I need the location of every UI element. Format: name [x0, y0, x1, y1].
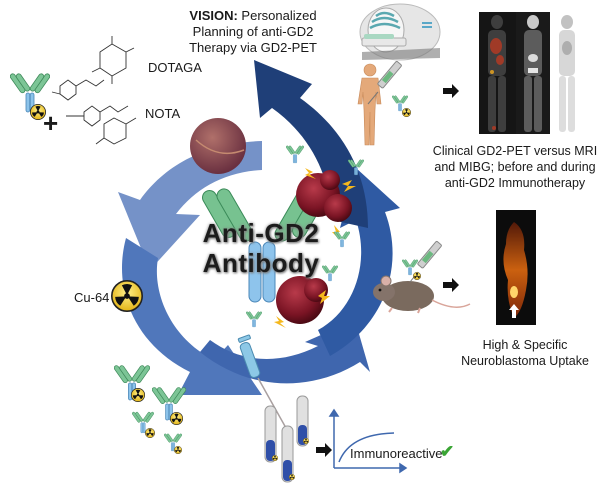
tumor-fragment-lower	[276, 276, 328, 324]
center-title-line1: Anti-GD2	[202, 218, 320, 248]
radiolabeled-antibodies-cluster	[114, 364, 186, 454]
vision-arrow	[254, 60, 368, 228]
patient-icon	[357, 63, 382, 146]
tumor-cell-icon	[190, 118, 246, 174]
clinical-line3: anti-GD2 Immunotherapy	[444, 176, 586, 190]
arrow-right-icons	[316, 84, 459, 457]
center-title: Anti-GD2 Antibody	[196, 218, 326, 278]
vision-line2: Planning of anti-GD2	[192, 24, 314, 39]
preclinical-line2: Neuroblastoma Uptake	[461, 354, 589, 368]
mouse-pet-image	[496, 210, 536, 325]
immunoreactive-label: Immunoreactive	[350, 446, 443, 461]
clinical-caption: Clinical GD2-PET versus MRI and MIBG; be…	[430, 143, 600, 191]
vision-line1: Personalized	[237, 8, 317, 23]
clinical-scan-images	[479, 12, 584, 134]
vision-line3: Therapy via GD2-PET	[189, 40, 317, 55]
pet-scanner-icon	[359, 3, 441, 61]
center-title-line2: Antibody	[202, 248, 320, 278]
syringe-icon	[367, 61, 402, 105]
clinical-line2: and MIBG; before and during	[434, 160, 596, 174]
check-icon: ✔	[440, 442, 455, 461]
cycle-arrows	[118, 60, 400, 395]
mouse-icon	[373, 275, 471, 314]
cycle-arrow-right	[318, 168, 400, 356]
pipette-icon	[237, 334, 287, 429]
preclinical-line1: High & Specific	[482, 338, 568, 352]
nota-label: NOTA	[145, 106, 181, 121]
radiation-icon	[111, 280, 143, 312]
tumor-fragment-upper	[296, 170, 352, 222]
immunoreactivity-graph	[328, 408, 408, 474]
cycle-arrow-light	[118, 141, 262, 270]
plus-symbol: +	[43, 108, 59, 138]
dotaga-structure	[51, 36, 135, 101]
test-tubes	[264, 395, 309, 483]
cu64-label: Cu-64	[74, 290, 110, 305]
vision-bold-label: VISION:	[189, 8, 238, 23]
dotaga-label: DOTAGA	[148, 60, 202, 75]
clinical-line1: Clinical GD2-PET versus MRI	[432, 144, 598, 158]
preclinical-caption: High & Specific Neuroblastoma Uptake	[455, 337, 595, 369]
vision-caption: VISION: Personalized Planning of anti-GD…	[168, 8, 338, 56]
nota-structure	[66, 105, 137, 145]
